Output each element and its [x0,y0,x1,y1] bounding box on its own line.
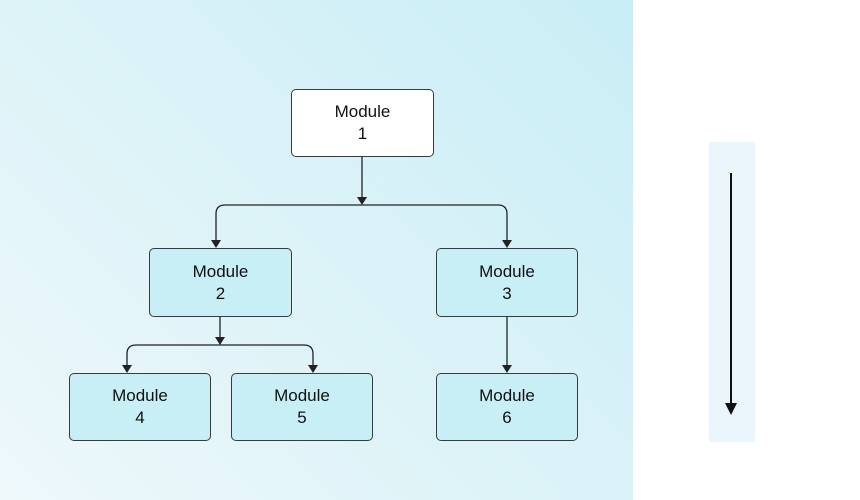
module-3-number: 3 [502,283,512,303]
arrow-m1-junction [357,197,367,205]
module-2-node: Module 2 [149,248,292,317]
module-5-node: Module 5 [231,373,373,441]
connector-m1-to-m2 [215,204,362,240]
arrow-m2-junction [215,337,225,345]
module-6-title: Module [479,386,535,405]
arrow-into-m4 [122,365,132,373]
arrow-into-m6 [502,365,512,373]
module-5-title: Module [274,386,330,405]
module-4-number: 4 [135,408,145,427]
module-2-number: 2 [215,283,226,303]
arrow-into-m3 [502,240,512,248]
module-1-title: Module [334,102,391,121]
module-6-node: Module 6 [436,373,578,441]
module-2-title: Module [192,261,249,281]
module-3-title: Module [479,261,535,281]
module-4-node: Module 4 [69,373,211,441]
module-4-title: Module [112,386,168,405]
module-3-node: Module 3 [436,248,578,317]
module-1-number: 1 [357,124,368,143]
module-1-node: Module 1 [291,89,434,157]
flow-direction-track [709,142,755,442]
arrow-into-m5 [308,365,318,373]
module-6-number: 6 [502,408,512,427]
connector-m2-to-m4 [126,344,220,365]
connector-m1-to-m3 [362,204,508,240]
arrow-into-m2 [211,240,221,248]
connector-m2-to-m5 [220,344,314,365]
module-5-number: 5 [297,408,307,427]
